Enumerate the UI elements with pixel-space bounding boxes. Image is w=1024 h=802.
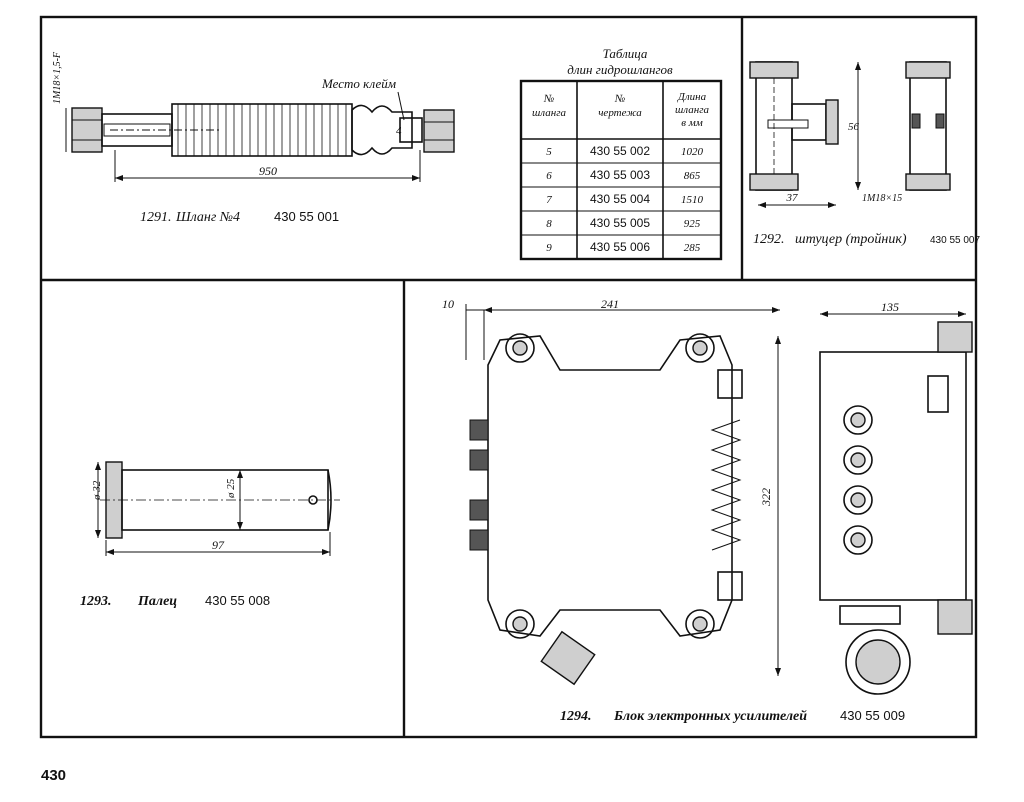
pin-shaft-dim: ø 25 <box>225 478 237 499</box>
hose-length-dim: 950 <box>259 164 277 178</box>
tee-thread-dim: 1M18×15 <box>862 193 902 204</box>
table-cell-drawing: 430 55 003 <box>590 168 650 182</box>
tee-number: 1292. <box>753 232 785 247</box>
pin-code: 430 55 008 <box>205 593 270 608</box>
table-cell-number: 9 <box>546 242 552 254</box>
pin-drawing <box>95 461 340 556</box>
pin-head-dim: ø 32 <box>91 480 103 501</box>
hose-mark: 4 <box>396 125 402 137</box>
table-cell-length: 865 <box>684 170 701 182</box>
block-offset-dim: 10 <box>442 297 454 311</box>
block-code: 430 55 009 <box>840 708 905 723</box>
block-width-dim: 241 <box>601 297 619 311</box>
tee-fitting-drawing <box>749 61 951 208</box>
table-cell-number: 8 <box>546 218 552 230</box>
table-cell-drawing: 430 55 002 <box>590 144 650 158</box>
table-cell-number: 7 <box>546 194 552 206</box>
block-height-dim: 322 <box>759 488 773 507</box>
block-number: 1294. <box>560 709 592 724</box>
table-title-2: длин гидрошлангов <box>567 62 673 77</box>
hose-drawing <box>65 91 455 182</box>
table-body: 5 430 55 002 1020 6 430 55 003 865 7 430 55 004… <box>546 144 703 254</box>
hose-callout: Место клейм <box>321 76 396 91</box>
pin-length-dim: 97 <box>212 538 225 552</box>
tee-width-dim: 37 <box>786 192 799 204</box>
tee-code: 430 55 007 <box>930 235 980 246</box>
amplifier-block-front <box>465 304 781 686</box>
hose-length-table <box>519 79 723 261</box>
table-title-1: Таблица <box>603 46 648 61</box>
page-frame <box>39 15 978 739</box>
table-cell-drawing: 430 55 005 <box>590 216 650 230</box>
amplifier-block-side <box>819 311 973 695</box>
table-cell-drawing: 430 55 006 <box>590 240 650 254</box>
block-title: Блок электронных усилителей <box>613 709 807 724</box>
table-cell-length: 285 <box>684 242 701 254</box>
table-cell-number: 6 <box>546 170 552 182</box>
table-cell-length: 1020 <box>681 146 704 158</box>
table-cell-number: 5 <box>546 146 552 158</box>
hose-thread-dim: 1M18×1,5-F <box>52 51 63 104</box>
block-depth-dim: 135 <box>881 300 899 314</box>
pin-title: Палец <box>137 594 177 609</box>
table-cell-length: 1510 <box>681 194 704 206</box>
tee-title: штуцер (тройник) <box>795 232 907 247</box>
tee-height-dim: 56 <box>848 121 860 133</box>
hose-title: Шланг №4 <box>175 210 240 225</box>
pin-number: 1293. <box>80 594 112 609</box>
table-cell-length: 925 <box>684 218 701 230</box>
hose-code: 430 55 001 <box>274 209 339 224</box>
page-number: 430 <box>41 767 66 784</box>
table-cell-drawing: 430 55 004 <box>590 192 650 206</box>
hose-number: 1291. <box>140 210 172 225</box>
